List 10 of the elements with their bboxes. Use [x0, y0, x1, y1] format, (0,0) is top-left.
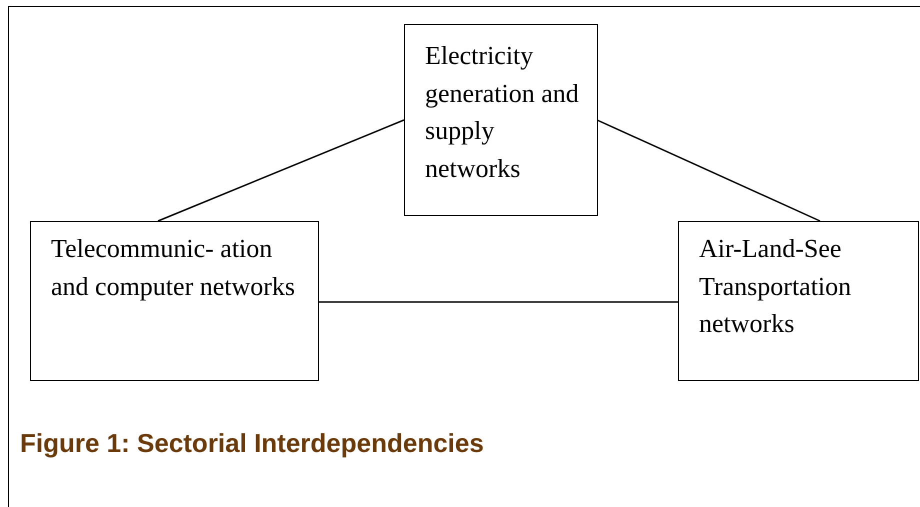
connector-line [158, 119, 404, 222]
box-label: Air-Land-See Transportation networks [699, 233, 852, 340]
network-box [30, 221, 319, 381]
box-label: Electricity generation and supply networks [425, 40, 580, 184]
connector-line [596, 119, 820, 222]
network-box [678, 221, 919, 381]
box-label: Telecommunic- ation and computer networks [51, 233, 296, 302]
network-box [404, 24, 598, 216]
figure-caption: Figure 1: Sectorial Interdependencies [20, 428, 484, 459]
connector-line [318, 301, 678, 303]
